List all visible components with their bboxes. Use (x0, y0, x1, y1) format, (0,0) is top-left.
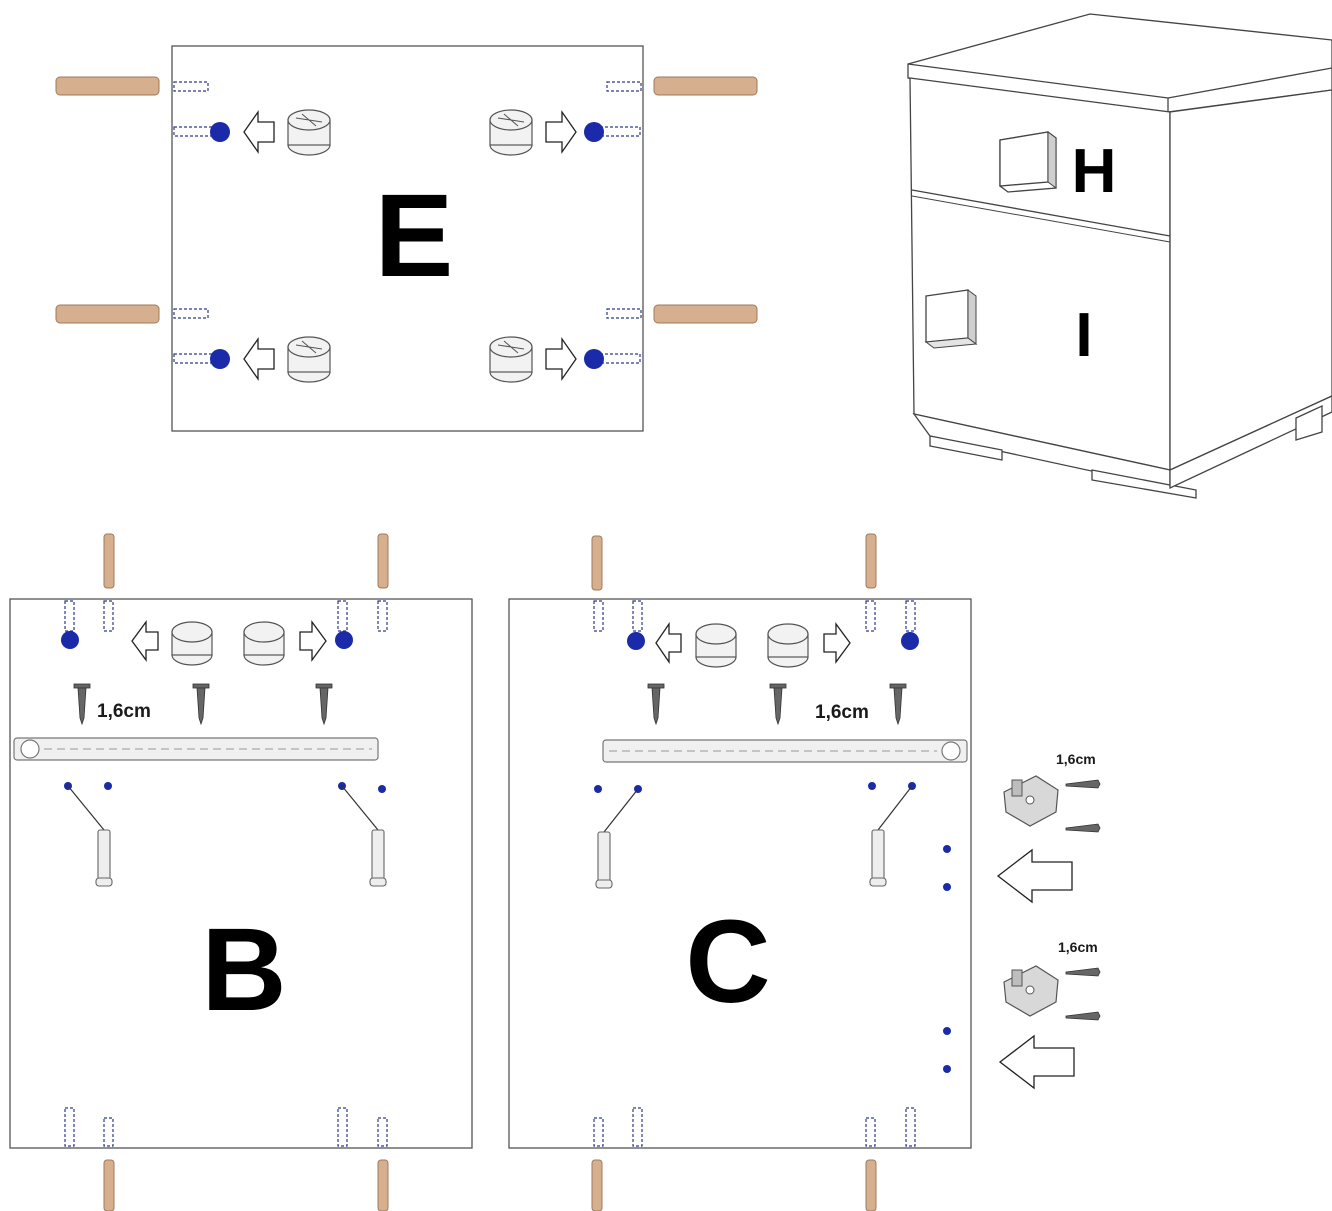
arrow-left-icon (131, 620, 159, 662)
dowel (55, 76, 160, 96)
dowel (653, 76, 758, 96)
dowel (653, 304, 758, 324)
arrow-left-icon (243, 109, 275, 155)
drawer-rail-icon (602, 739, 968, 763)
connector-bolt-icon (869, 829, 887, 887)
cam-lock-icon (171, 621, 213, 666)
arrow-left-icon (655, 621, 682, 665)
arrow-right-icon (545, 336, 577, 382)
connector-bolt-icon (595, 831, 613, 889)
hole-marker (584, 349, 604, 369)
cam-lock-icon (243, 621, 285, 666)
dowel (377, 533, 389, 589)
hinge-hole-marker (943, 1027, 951, 1035)
cam-lock-icon (489, 109, 533, 156)
screw-icon (889, 683, 907, 726)
hole-marker (210, 122, 230, 142)
screw-icon (1065, 823, 1101, 833)
arrow-left-icon (996, 848, 1073, 904)
dowel (591, 535, 603, 591)
arrow-left-icon (243, 336, 275, 382)
arrow-right-icon (545, 109, 577, 155)
hole-marker (61, 631, 79, 649)
dowel (103, 1159, 115, 1211)
panel-c: 1,6cm C (508, 533, 972, 1211)
hole-marker (378, 785, 386, 793)
connector-bolt-icon (369, 829, 387, 887)
cam-lock-icon (767, 623, 809, 668)
hinge-screw-length-label: 1,6cm (1058, 939, 1098, 955)
hole-marker (594, 785, 602, 793)
screw-icon (315, 683, 333, 726)
hinge-screw-length-label: 1,6cm (1056, 751, 1096, 767)
panel-label-c: C (685, 896, 770, 1028)
hinge-hole-marker (943, 845, 951, 853)
cam-lock-icon (287, 336, 331, 383)
dowel (55, 304, 160, 324)
hole-marker (901, 632, 919, 650)
hole-marker (627, 632, 645, 650)
cam-lock-icon (695, 623, 737, 668)
screw-length-label: 1,6cm (97, 701, 151, 722)
panel-e: E (55, 45, 758, 432)
hinge-plate-icon (1003, 775, 1059, 827)
dowel (103, 533, 115, 589)
drawer-label: H (1072, 137, 1117, 206)
screw-length-label: 1,6cm (815, 702, 869, 723)
screw-icon (1065, 779, 1101, 789)
dowel (865, 533, 877, 589)
door-label: I (1075, 301, 1092, 370)
hole-marker (210, 349, 230, 369)
arrow-right-icon (823, 622, 851, 664)
door-handle-icon (924, 289, 978, 349)
arrow-right-icon (299, 620, 327, 662)
dowel (865, 1159, 877, 1211)
screw-icon (1065, 967, 1101, 977)
hinge-group-upper: 1,6cm (996, 751, 1101, 904)
screw-icon (73, 683, 91, 726)
hole-marker (335, 631, 353, 649)
hole-marker (584, 122, 604, 142)
panel-b: 1,6cm B (9, 533, 473, 1211)
cabinet-drawing: H I (907, 13, 1332, 499)
hinge-group-lower: 1,6cm (998, 939, 1101, 1090)
hinge-plate-icon (1003, 965, 1059, 1017)
screw-icon (1065, 1011, 1101, 1021)
drawer-handle-icon (999, 131, 1057, 193)
cam-lock-icon (489, 336, 533, 383)
hole-marker (868, 782, 876, 790)
hinge-hole-marker (943, 883, 951, 891)
panel-label-b: B (201, 904, 286, 1036)
connector-bolt-icon (95, 829, 113, 887)
drawer-rail-icon (13, 737, 379, 761)
hole-marker (104, 782, 112, 790)
dowel (591, 1159, 603, 1211)
screw-icon (192, 683, 210, 726)
panel-label-e: E (375, 170, 454, 302)
screw-icon (769, 683, 787, 726)
screw-icon (647, 683, 665, 726)
hinge-hole-marker (943, 1065, 951, 1073)
cam-lock-icon (287, 109, 331, 156)
arrow-left-icon (998, 1034, 1075, 1090)
dowel (377, 1159, 389, 1211)
